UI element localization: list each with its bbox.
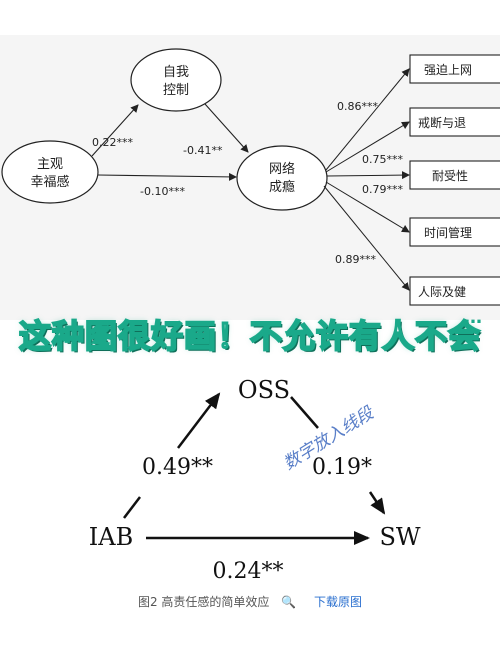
loading-5: 0.89*** [335,253,376,266]
loading-line-1 [325,68,410,171]
coef-wellbeing-to-self-control: 0.22*** [92,136,133,149]
path-wellbeing-to-self-control [91,104,139,157]
oss-node-label: OSS [238,376,290,404]
path-iab-to-oss-lower [123,496,141,519]
coef-wellbeing-to-addiction: -0.10*** [140,185,185,198]
self-control-node [130,48,222,112]
bottom-diagram: OSS IAB SW 0.49** 0.19* 0.24** 数字放入线段 [89,376,421,584]
caption-text: 图2 高责任感的简单效应 [137,595,270,609]
wellbeing-label-line1: 主观 [37,157,63,172]
iab-node-label: IAB [89,523,133,551]
indicator-label-5: 人际及健 [418,285,466,299]
indicator-label-3: 耐受性 [432,169,468,183]
indicator-box-4 [409,217,500,247]
self-control-label-line2: 控制 [163,83,189,98]
addiction-label-line1: 网络 [269,161,295,177]
path-self-control-to-addiction [204,103,249,153]
loading-line-2 [325,121,410,173]
loading-4: 0.79*** [362,183,403,196]
path-wellbeing-to-addiction [97,172,237,181]
sw-node-label: SW [379,523,420,551]
top-diagram: 自我 控制 主观 幸福感 网络 成瘾 0.22*** -0.41** -0.10… [1,48,500,306]
indicator-box-1 [409,54,500,84]
indicator-label-4: 时间管理 [424,225,472,240]
loading-line-3 [326,171,410,180]
path-oss-to-sw-upper [290,396,319,429]
loading-3: 0.75*** [362,153,403,166]
coef-self-control-to-addiction: -0.41** [183,144,223,157]
coef-oss-to-sw: 0.19* [312,455,372,480]
addiction-node [236,145,328,211]
coef-iab-to-oss: 0.49** [142,455,213,480]
wellbeing-node [1,140,99,204]
zoom-icon[interactable]: 🔍 [281,595,297,609]
path-iab-to-oss-upper [177,392,221,449]
figure-caption: 图2 高责任感的简单效应 🔍 下载原图 [0,593,500,613]
loading-line-4 [325,181,410,233]
download-original-link[interactable]: 下载原图 [314,595,363,609]
indicator-box-3 [409,160,500,190]
loading-line-5 [323,185,410,291]
banner-title: 这种图很好画！不允许有人不会 [18,316,481,356]
path-oss-to-sw-lower [368,491,386,515]
self-control-label-line1: 自我 [163,65,189,80]
addiction-label-line2: 成瘾 [269,179,295,195]
loading-1: 0.86*** [337,100,378,113]
indicator-label-1: 强迫上网 [424,63,472,77]
wellbeing-label-line2: 幸福感 [30,174,69,190]
indicator-box-5 [409,276,500,306]
indicator-box-2 [409,107,500,137]
indicator-label-2: 戒断与退 [418,115,466,130]
banner-ellipsis: … [464,307,482,328]
coef-iab-to-sw: 0.24** [213,559,284,584]
